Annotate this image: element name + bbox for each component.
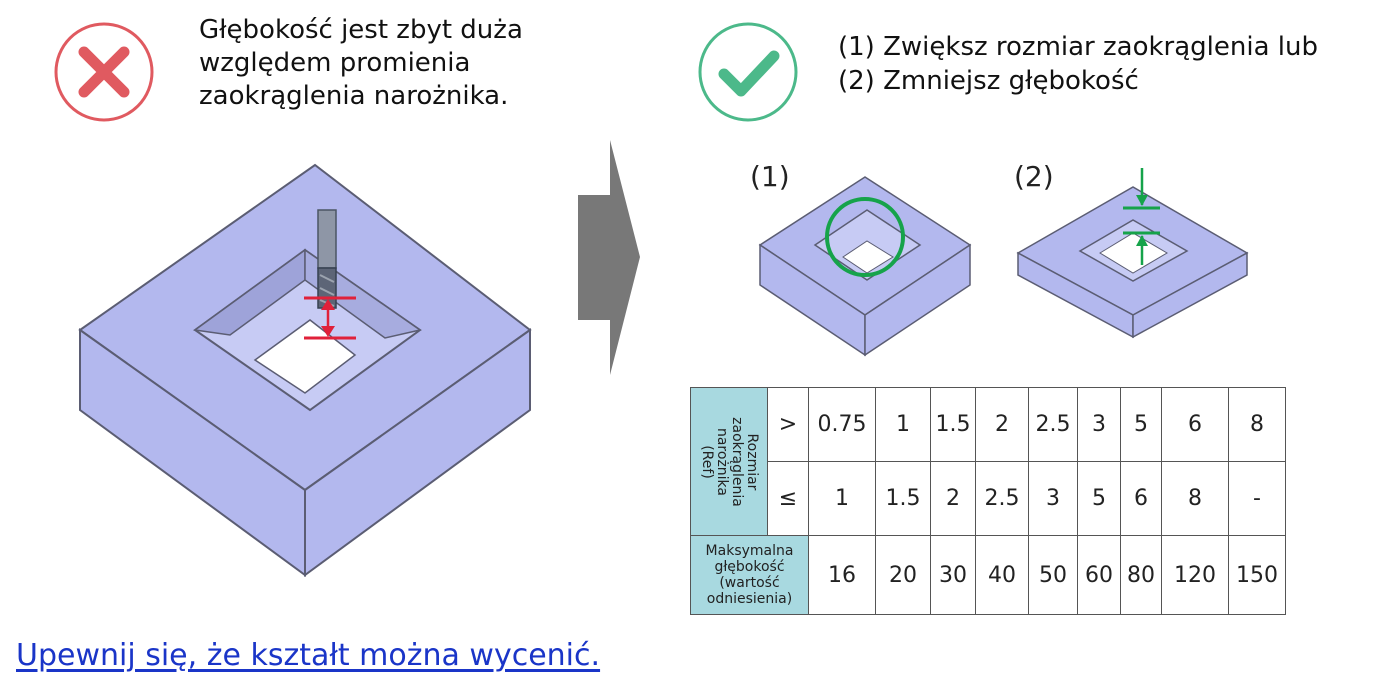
table-cell: 2.5 [975, 461, 1029, 536]
cross-icon [54, 22, 154, 122]
table-cell: 3 [1077, 387, 1121, 462]
larger-corner-illustration [758, 176, 972, 357]
right-arrow-icon [578, 140, 640, 375]
table-cell: 2 [975, 387, 1029, 462]
table-cell: 8 [1161, 461, 1229, 536]
solution-steps: (1) Zwiększ rozmiar zaokrąglenia lub (2)… [838, 30, 1318, 98]
table-cell: 8 [1228, 387, 1286, 462]
problem-message: Głębokość jest zbyt duża względem promie… [199, 14, 523, 113]
less-or-equal-symbol: ≤ [767, 461, 809, 536]
table-row: Rozmiar zaokrąglenia narożnika (Ref) > 0… [690, 387, 1286, 536]
table-row: ≤ 1 1.5 2 2.5 3 5 6 8 - [691, 461, 1286, 536]
table-cell: 16 [808, 535, 876, 615]
table-cell: 80 [1120, 535, 1162, 615]
solution-step-2: (2) Zmniejsz głębokość [838, 66, 1139, 96]
max-depth-header: Maksymalna głębokość (wartość odniesieni… [690, 535, 809, 615]
table-cell: 5 [1120, 387, 1162, 462]
table-cell: 5 [1077, 461, 1121, 536]
table-cell: 150 [1228, 535, 1286, 615]
reduced-depth-illustration [1016, 168, 1249, 339]
table-cell: 2 [930, 461, 976, 536]
table-cell: - [1228, 461, 1286, 536]
table-cell: 2.5 [1028, 387, 1078, 462]
greater-than-symbol: > [767, 387, 809, 462]
problem-line-1: Głębokość jest zbyt duża [199, 15, 523, 45]
corner-radius-depth-table: Rozmiar zaokrąglenia narożnika (Ref) > 0… [690, 387, 1286, 615]
table-cell: 3 [1028, 461, 1078, 536]
table-row: Maksymalna głębokość (wartość odniesieni… [690, 535, 1286, 615]
table-cell: 60 [1077, 535, 1121, 615]
problem-line-3: zaokrąglenia narożnika. [199, 81, 509, 111]
table-cell: 1.5 [930, 387, 976, 462]
deep-pocket-illustration [78, 163, 532, 577]
problem-line-2: względem promienia [199, 48, 471, 78]
table-cell: 20 [875, 535, 931, 615]
table-cell: 6 [1161, 387, 1229, 462]
table-cell: 6 [1120, 461, 1162, 536]
table-cell: 0.75 [808, 387, 876, 462]
solution-step-1: (1) Zwiększ rozmiar zaokrąglenia lub [838, 32, 1319, 62]
quote-check-link[interactable]: Upewnij się, że kształt można wycenić. [16, 638, 601, 673]
corner-radius-header: Rozmiar zaokrąglenia narożnika (Ref) [690, 387, 768, 536]
option-1-label: (1) [750, 160, 790, 193]
table-cell: 30 [930, 535, 976, 615]
check-icon [698, 22, 798, 122]
table-cell: 120 [1161, 535, 1229, 615]
table-cell: 40 [975, 535, 1029, 615]
option-2-label: (2) [1014, 160, 1054, 193]
table-cell: 50 [1028, 535, 1078, 615]
table-cell: 1.5 [875, 461, 931, 536]
table-cell: 1 [875, 387, 931, 462]
table-cell: 1 [808, 461, 876, 536]
